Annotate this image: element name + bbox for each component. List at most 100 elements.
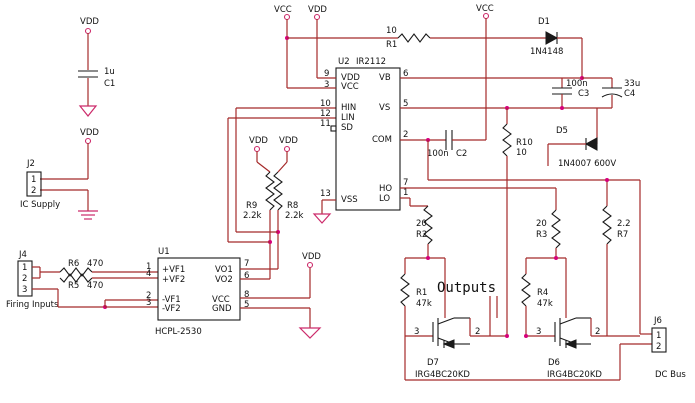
u2-num-5: 5 <box>403 99 408 109</box>
u1-pin-vo1: VO1 <box>215 265 233 275</box>
u1-pin-vcc: VCC <box>212 295 230 305</box>
d6-ref: D6 <box>548 358 560 368</box>
u2-num-3: 3 <box>324 80 329 90</box>
j4-connector: 1 2 3 J4 Firing Inputs <box>6 250 105 310</box>
u2-pin-vb: VB <box>379 73 391 83</box>
r10-resistor: R10 10 <box>502 108 533 336</box>
j2-connector: VDD 1 2 J2 IC Supply <box>20 128 99 220</box>
r3-resistor: 20 R3 <box>536 209 561 249</box>
u1-pin-vf1p: +VF1 <box>162 265 185 275</box>
u2-ref: U2 <box>338 57 350 67</box>
vdd-terminal-u2 <box>313 13 321 21</box>
u1-pin-gnd: GND <box>212 304 232 314</box>
vcc-terminal-u2 <box>283 13 291 21</box>
c4-capacitor: 33u C4 <box>582 77 640 105</box>
r8-ref: R8 <box>287 201 298 211</box>
d5-diode: D5 1N4007 600V <box>547 108 616 169</box>
j6-ref: J6 <box>653 316 662 326</box>
vdd-label-u1: VDD <box>302 252 321 262</box>
c1-capacitor: VDD 1u C1 <box>78 17 115 117</box>
vcc-terminal-c2 <box>482 12 490 20</box>
d7-ref: D7 <box>427 358 439 368</box>
u1-num-6: 6 <box>244 271 249 281</box>
u1-optocoupler: U1 HCPL-2530 +VF1 +VF2 -VF1 -VF2 VO1 VO2… <box>146 247 249 337</box>
u1-part: HCPL-2530 <box>155 327 202 337</box>
r9-ref: R9 <box>246 201 257 211</box>
u2-pin-hin: HIN <box>341 103 356 113</box>
r7-ref: R7 <box>617 230 628 240</box>
u2-pin-vss: VSS <box>341 195 358 205</box>
r5-ref: R5 <box>68 281 79 291</box>
j4-pin-1: 1 <box>22 263 27 273</box>
u1-num-8: 8 <box>244 290 249 300</box>
r6-value: 470 <box>87 259 103 269</box>
u2-gate-driver: U2 IR2112 VDD VCC HIN LIN SD VSS VB VS C… <box>320 57 408 211</box>
r9-resistor: VDD R9 2.2k <box>243 136 275 221</box>
c1-ref: C1 <box>104 79 115 89</box>
j4-ref: J4 <box>18 250 27 260</box>
u1-num-3: 3 <box>146 298 151 308</box>
u1-pin-vf2p: +VF2 <box>162 275 185 285</box>
d6-value: IRG4BC20KD <box>547 370 602 380</box>
c2-capacitor: 100n C2 <box>427 130 486 159</box>
u2-num-11: 11 <box>320 119 331 129</box>
ground-icon-u2 <box>312 213 332 224</box>
d7-pin-right: 2 <box>475 327 480 337</box>
r3-ref: R3 <box>536 230 547 240</box>
u2-num-12: 12 <box>320 109 331 119</box>
r10-ref: R10 <box>516 138 533 148</box>
u2-num-1: 1 <box>403 188 408 198</box>
d5-ref: D5 <box>556 126 568 136</box>
d1-diode: D1 1N4148 <box>530 17 582 57</box>
vdd-terminal-c1 <box>84 27 92 35</box>
j4-pin-2: 2 <box>22 274 27 284</box>
j2-pin-2: 2 <box>31 186 36 196</box>
d7-value: IRG4BC20KD <box>415 370 470 380</box>
c2-value: 100n <box>427 149 449 159</box>
c3-capacitor: 100n C3 <box>552 78 589 105</box>
vdd-label-j2: VDD <box>80 128 99 138</box>
vdd-terminal-j2 <box>84 137 92 145</box>
u2-pin-vs: VS <box>379 103 390 113</box>
d7-pin-left: 3 <box>414 327 419 337</box>
vdd-label-r8: VDD <box>279 136 298 146</box>
u2-pin-vcc: VCC <box>341 82 359 92</box>
ground-icon-c1 <box>78 105 98 117</box>
u2-pin-vdd: VDD <box>341 73 360 83</box>
r1-resistor: 10 R1 <box>386 26 546 50</box>
r1-ref: R1 <box>386 40 397 50</box>
u2-pin-com: COM <box>372 135 392 145</box>
c3-value: 100n <box>566 79 588 89</box>
u1-pin-vf1m: -VF1 <box>162 295 181 305</box>
vcc-label-u2: VCC <box>274 5 292 15</box>
j6-pin-2: 2 <box>656 342 661 352</box>
u1-num-2: 2 <box>146 291 151 301</box>
j6-connector: 1 2 J6 DC Bus <box>639 180 686 380</box>
d1-value: 1N4148 <box>530 47 563 57</box>
vdd-label-r9: VDD <box>249 136 268 146</box>
u1-num-5: 5 <box>244 300 249 310</box>
vdd-terminal-u1 <box>306 261 314 269</box>
r4-value: 47k <box>537 299 553 309</box>
c1-value: 1u <box>104 67 115 77</box>
r4-ref: R4 <box>537 288 548 298</box>
u2-pin-sd: SD <box>341 123 353 133</box>
r8-value: 2.2k <box>285 211 304 221</box>
u2-num-2: 2 <box>403 130 408 140</box>
j6-label: DC Bus <box>655 370 686 380</box>
r4-resistor: R4 47k <box>521 258 553 336</box>
u2-pin-lo: LO <box>379 194 390 204</box>
u2-pin-lin: LIN <box>341 113 355 123</box>
r6-ref: R6 <box>68 259 79 269</box>
d1-ref: D1 <box>538 17 550 27</box>
r8-resistor: VDD R8 2.2k <box>273 136 304 221</box>
d6-igbt: 3 2 D6 IRG4BC20KD <box>526 317 640 380</box>
u1-num-1: 1 <box>146 262 151 272</box>
r3-value: 20 <box>536 219 547 229</box>
r1b-value: 47k <box>416 299 432 309</box>
u2-num-9: 9 <box>324 69 329 79</box>
r5-value: 470 <box>87 281 103 291</box>
vdd-label-c1: VDD <box>80 17 99 27</box>
ground-icon-u1 <box>298 327 322 339</box>
